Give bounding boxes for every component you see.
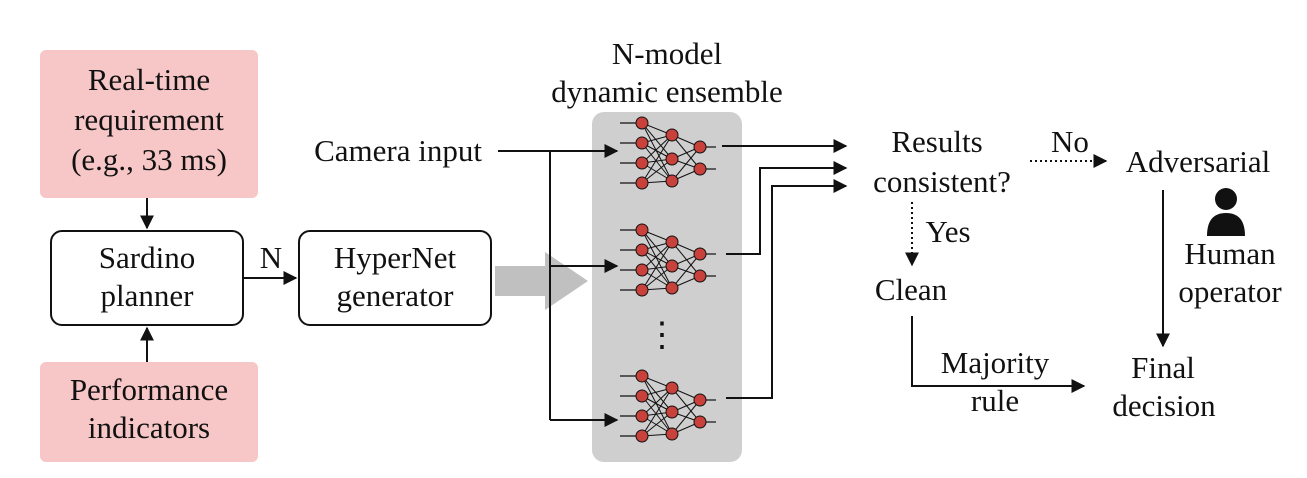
no-label: No bbox=[1051, 124, 1089, 159]
nn-neuron bbox=[635, 136, 649, 150]
adversarial-label: Adversarial bbox=[1125, 144, 1271, 179]
nn-connection bbox=[641, 122, 673, 160]
performance-line2: indicators bbox=[87, 410, 211, 445]
human-operator-line2: operator bbox=[1178, 274, 1282, 309]
nn-neuron bbox=[693, 393, 707, 407]
nn-connection bbox=[641, 241, 673, 271]
hypernet-box bbox=[298, 230, 492, 326]
nn-neuron bbox=[635, 283, 649, 297]
final-decision-line1: Final bbox=[1131, 350, 1195, 385]
majority-rule-line2: rule bbox=[970, 383, 1020, 418]
nn-connection bbox=[641, 375, 673, 435]
nn-connection bbox=[671, 253, 701, 289]
performance-box bbox=[40, 362, 258, 462]
nn-connection bbox=[671, 387, 701, 423]
nn-connection bbox=[671, 146, 701, 182]
requirement-line2: requirement bbox=[74, 102, 224, 137]
nn-neuron bbox=[693, 247, 707, 261]
performance-line1: Performance bbox=[69, 372, 229, 407]
nn-connection bbox=[641, 142, 673, 182]
nn-neuron bbox=[693, 140, 707, 154]
person-icon bbox=[1207, 188, 1245, 236]
arrow-clean-to-final bbox=[911, 316, 1086, 393]
planner-line2: planner bbox=[100, 278, 194, 313]
ensemble-ellipsis: ⋮ bbox=[645, 317, 679, 354]
hypernet-to-ensemble-arrow bbox=[495, 252, 588, 310]
nn-connection bbox=[671, 241, 701, 277]
hypernet-line2: generator bbox=[336, 278, 454, 313]
nn-neuron bbox=[665, 174, 679, 188]
nn-connection bbox=[641, 249, 673, 289]
nn-connection bbox=[671, 399, 701, 435]
nn-neuron bbox=[635, 156, 649, 170]
nn-neuron bbox=[693, 162, 707, 176]
majority-rule-line1: Majority bbox=[940, 345, 1050, 380]
ensemble-title-line1: N-model bbox=[611, 36, 723, 71]
nn-connection bbox=[641, 134, 673, 164]
requirement-line1: Real-time bbox=[87, 62, 211, 97]
nn-neuron bbox=[665, 405, 679, 419]
nn-neuron bbox=[635, 429, 649, 443]
yes-label: Yes bbox=[925, 214, 971, 249]
human-operator-line1: Human bbox=[1184, 236, 1276, 271]
planner-line1: Sardino bbox=[98, 240, 196, 275]
ensemble-output-arrows bbox=[722, 139, 848, 399]
consistency-line2: consistent? bbox=[873, 164, 1011, 199]
nn-neuron bbox=[635, 176, 649, 190]
nn-connection bbox=[641, 387, 673, 437]
nn-neuron bbox=[635, 116, 649, 130]
nn-neuron bbox=[665, 128, 679, 142]
planner-edge-label: N bbox=[259, 240, 283, 275]
nn-neuron bbox=[635, 223, 649, 237]
nn-neuron bbox=[635, 263, 649, 277]
planner-box bbox=[50, 230, 244, 326]
camera-input-label: Camera input bbox=[314, 133, 482, 168]
requirement-line3: (e.g., 33 ms) bbox=[71, 142, 227, 177]
clean-label: Clean bbox=[874, 272, 948, 307]
nn-neuron bbox=[693, 269, 707, 283]
nn-neuron bbox=[665, 381, 679, 395]
nn-connection bbox=[641, 122, 673, 182]
ensemble-title-line2: dynamic ensemble bbox=[551, 74, 783, 109]
nn-neuron bbox=[665, 235, 679, 249]
final-decision-line2: decision bbox=[1112, 388, 1216, 423]
nn-neuron bbox=[635, 243, 649, 257]
camera-input-arrows bbox=[498, 144, 619, 427]
consistency-line1: Results bbox=[891, 124, 983, 159]
model-2-network bbox=[620, 223, 716, 297]
nn-connection bbox=[641, 134, 673, 184]
nn-connection bbox=[641, 241, 673, 291]
model-1-network bbox=[620, 116, 716, 190]
nn-neuron bbox=[665, 259, 679, 273]
nn-neuron bbox=[665, 281, 679, 295]
nn-connection bbox=[671, 134, 701, 170]
nn-connection bbox=[641, 375, 673, 413]
nn-neuron bbox=[635, 389, 649, 403]
hypernet-line1: HyperNet bbox=[333, 240, 457, 275]
nn-connection bbox=[641, 395, 673, 435]
nn-connection bbox=[641, 229, 673, 267]
nn-neuron bbox=[665, 427, 679, 441]
model-n-network bbox=[620, 369, 716, 443]
nn-neuron bbox=[665, 152, 679, 166]
nn-connection bbox=[641, 229, 673, 289]
nn-connection bbox=[641, 387, 673, 417]
nn-neuron bbox=[693, 415, 707, 429]
nn-neuron bbox=[635, 409, 649, 423]
requirement-box bbox=[40, 50, 258, 198]
nn-neuron bbox=[635, 369, 649, 383]
